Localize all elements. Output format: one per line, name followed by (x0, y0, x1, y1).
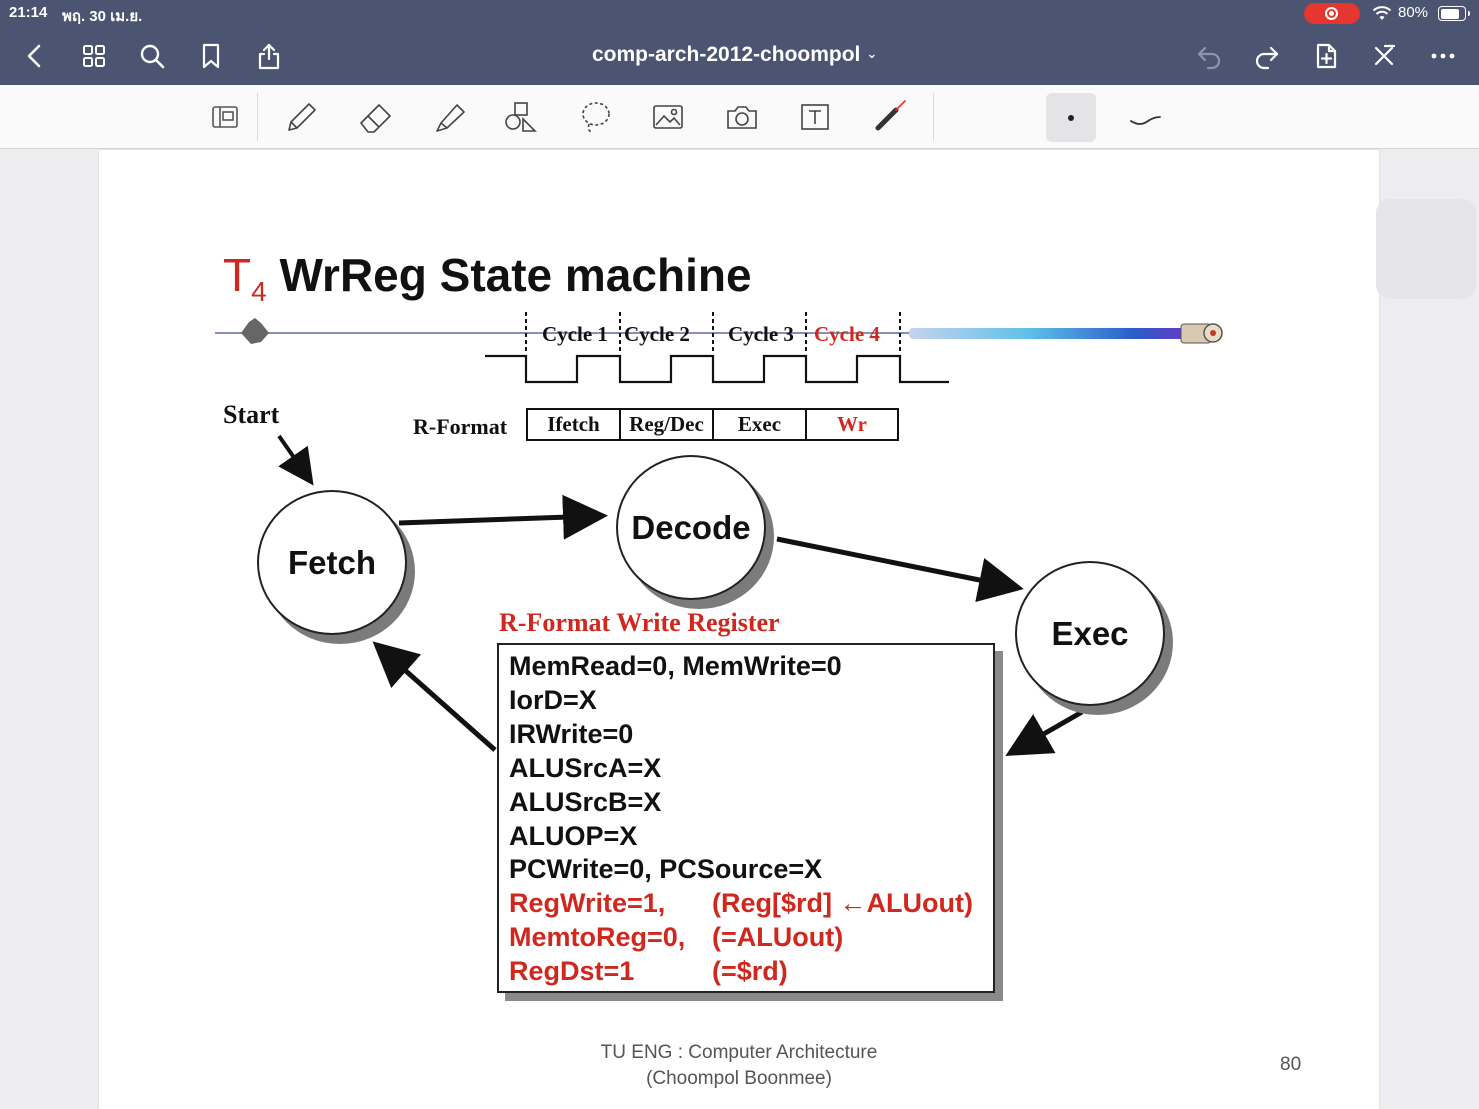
signal-line: IRWrite=0 (509, 718, 634, 749)
close-tools-icon[interactable] (1368, 40, 1400, 72)
cycle-4-label: Cycle 4 (814, 322, 880, 346)
signal-line: ALUSrcA=X (509, 752, 662, 783)
toolbar-divider (257, 93, 258, 141)
state-decode: Decode (616, 455, 766, 600)
timeline-graphic (215, 312, 1223, 756)
more-icon[interactable] (1427, 40, 1459, 72)
search-icon[interactable] (136, 40, 168, 72)
status-bar: 21:14 พฤ. 30 เม.ย. 80% (0, 0, 1479, 28)
signal-line: IorD=X (509, 684, 597, 715)
top-bar: 21:14 พฤ. 30 เม.ย. 80% comp-arch-2012-ch… (0, 0, 1479, 85)
battery-icon (1438, 6, 1470, 21)
signal-line-highlight: RegWrite=1,(Reg[$rd] ←ALUout) (509, 888, 973, 919)
status-time: 21:14 (9, 4, 48, 21)
start-label: Start (223, 400, 280, 429)
drawing-toolbar: * (0, 85, 1479, 149)
shapes-icon[interactable] (499, 97, 543, 137)
lasso-icon[interactable] (573, 97, 617, 137)
screen-record-icon[interactable] (1304, 3, 1360, 24)
pen-icon[interactable] (279, 97, 323, 137)
text-tool-icon[interactable] (793, 97, 837, 137)
document-title-text: comp-arch-2012-choompol (592, 43, 861, 66)
page-number: 80 (1280, 1054, 1302, 1075)
state-exec: Exec (1015, 561, 1165, 706)
stroke-style-icon[interactable] (1124, 97, 1168, 137)
stage-wr: Wr (805, 408, 899, 441)
chevron-down-icon: ⌄ (866, 46, 878, 61)
page-layout-icon[interactable] (203, 97, 247, 137)
stage-ifetch: Ifetch (526, 408, 621, 441)
laser-pointer-icon[interactable]: * (866, 97, 910, 137)
cycle-2-label: Cycle 2 (624, 322, 690, 346)
back-icon[interactable] (19, 40, 51, 72)
title-prefix: T4 (223, 249, 267, 307)
cycle-3-label: Cycle 3 (728, 322, 794, 346)
toolbar-divider (933, 93, 934, 141)
wifi-icon (1372, 6, 1392, 20)
image-icon[interactable] (646, 97, 690, 137)
box-title: R-Format Write Register (499, 608, 780, 637)
footer-author: (Choompol Boonmee) (646, 1068, 832, 1089)
signal-line: ALUOP=X (509, 820, 638, 851)
bookmark-icon[interactable] (195, 40, 227, 72)
eraser-icon[interactable] (353, 97, 397, 137)
title-text: WrReg State machine (279, 249, 752, 301)
undo-icon[interactable] (1193, 40, 1225, 72)
document-title[interactable]: comp-arch-2012-choompol ⌄ (592, 43, 877, 67)
camera-icon[interactable] (720, 97, 764, 137)
battery-percent: 80% (1398, 4, 1429, 21)
footer-course: TU ENG : Computer Architecture (600, 1042, 878, 1063)
slide-footer: TU ENG : Computer Architecture (Choompol… (539, 1040, 939, 1092)
signal-line: MemRead=0, MemWrite=0 (509, 651, 842, 681)
signal-line-highlight: MemtoReg=0,(=ALUout) (509, 922, 844, 953)
control-signals-box: MemRead=0, MemWrite=0 IorD=X IRWrite=0 A… (497, 643, 995, 993)
stage-exec: Exec (712, 408, 807, 441)
slide-title: T4 WrReg State machine (223, 248, 752, 308)
grid-view-icon[interactable] (78, 40, 110, 72)
cycle-1-label: Cycle 1 (542, 322, 608, 346)
signal-line-highlight: RegDst=1(=$rd) (509, 956, 788, 987)
add-page-icon[interactable] (1310, 40, 1342, 72)
rformat-label: R-Format (413, 414, 508, 439)
floating-scroll-handle[interactable] (1376, 199, 1476, 299)
status-date: พฤ. 30 เม.ย. (62, 8, 143, 25)
stroke-size-dot-button[interactable] (1046, 93, 1096, 142)
signal-line: PCWrite=0, PCSource=X (509, 854, 823, 885)
state-fetch: Fetch (257, 490, 407, 635)
highlighter-icon[interactable] (427, 97, 471, 137)
signal-line: ALUSrcB=X (509, 786, 662, 817)
redo-icon[interactable] (1251, 40, 1283, 72)
share-icon[interactable] (253, 40, 285, 72)
stage-regdec: Reg/Dec (619, 408, 714, 441)
document-page[interactable]: T4 WrReg State machine (99, 150, 1379, 1109)
